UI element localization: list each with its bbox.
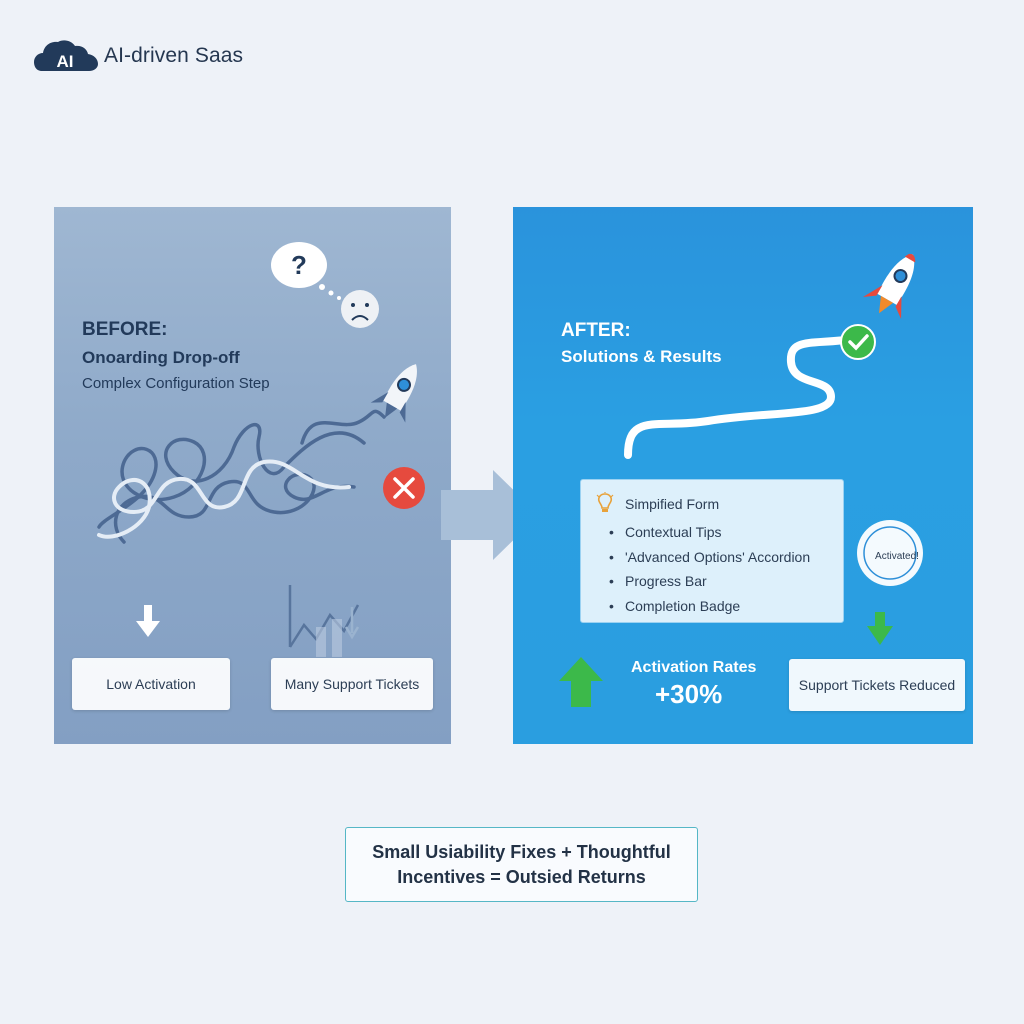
before-subtitle: Onoarding Drop-off (82, 348, 240, 367)
solutions-list: Contextual Tips 'Advanced Options' Accor… (581, 520, 810, 618)
decline-chart-icon (288, 585, 360, 657)
activation-rates-label: Activation Rates (631, 659, 757, 676)
question-bubble-icon: ? (271, 242, 341, 300)
activated-badge-label: Activated! (875, 551, 919, 562)
list-item: Contextual Tips (581, 520, 810, 545)
low-activation-box: Low Activation (72, 658, 230, 710)
logo-text: AI (57, 52, 74, 71)
success-path-icon (624, 335, 857, 459)
up-arrow-icon (559, 657, 603, 707)
before-title: BEFORE: (82, 319, 168, 340)
solution-first: Simpified Form (625, 496, 720, 512)
before-subtitle-2: Complex Configuration Step (82, 375, 270, 392)
check-icon (840, 324, 876, 360)
after-title: AFTER: (561, 320, 631, 341)
before-panel: ? (54, 207, 451, 744)
summary-line-1: Small Usiability Fixes + Thoughtful (372, 841, 671, 862)
after-subtitle: Solutions & Results (561, 347, 722, 366)
sad-face-icon (341, 290, 379, 328)
summary-callout: Small Usiability Fixes + Thoughtful Ince… (345, 827, 698, 902)
after-panel: AFTER: Solutions & Results Simpified For… (513, 207, 973, 744)
list-item: Completion Badge (581, 594, 810, 619)
support-tickets-box: Many Support Tickets (271, 658, 433, 710)
brand-name: AI-driven Saas (104, 44, 244, 67)
list-item: 'Advanced Options' Accordion (581, 545, 810, 570)
solutions-card: Simpified Form Contextual Tips 'Advanced… (580, 479, 844, 623)
tangled-path-icon (97, 409, 386, 544)
lightbulb-icon (596, 492, 614, 512)
support-tickets-reduced-box: Support Tickets Reduced (789, 659, 965, 711)
svg-text:?: ? (291, 250, 307, 280)
summary-line-2: Incentives = Outsied Returns (397, 866, 646, 887)
list-item: Progress Bar (581, 569, 810, 594)
down-arrow-icon (867, 612, 893, 645)
down-arrow-icon (136, 605, 160, 637)
badge-icon (857, 520, 923, 586)
x-error-icon (383, 467, 425, 509)
rocket-icon (862, 253, 916, 320)
rocket-icon (370, 364, 417, 423)
cloud-logo-icon: AI (34, 40, 98, 71)
activation-rates-value: +30% (655, 679, 723, 709)
